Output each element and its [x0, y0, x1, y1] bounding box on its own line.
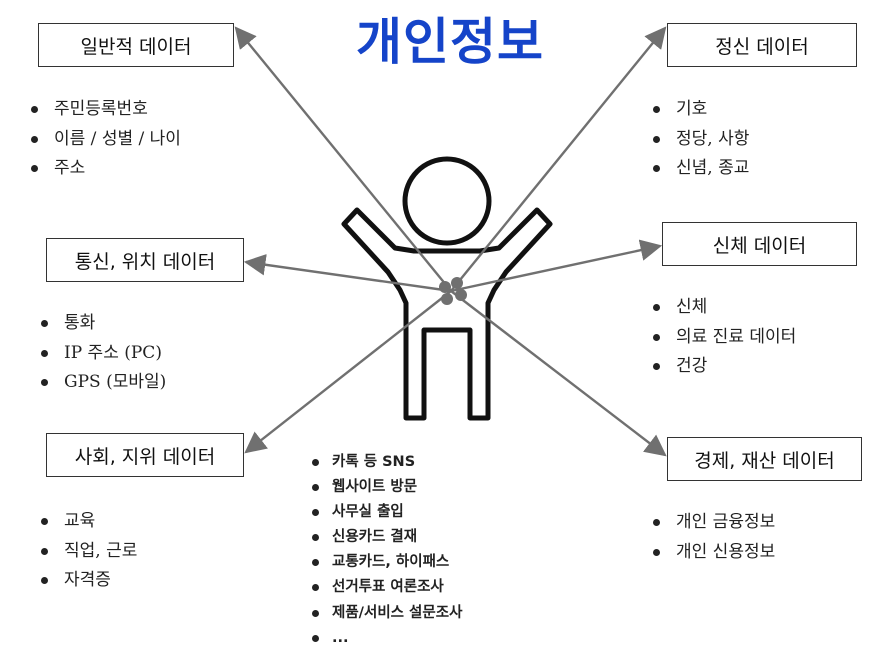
category-box-general: 일반적 데이터	[38, 23, 234, 67]
list-item: 제품/서비스 설문조사	[306, 601, 462, 626]
figure-head	[402, 156, 492, 246]
category-box-mental: 정신 데이터	[667, 23, 857, 67]
list-item: 웹사이트 방문	[306, 475, 462, 500]
category-label: 통신, 위치 데이터	[74, 250, 216, 273]
general-items-list: 주민등록번호 이름 / 성별 / 나이 주소	[28, 95, 181, 184]
list-item: 사무실 출입	[306, 500, 462, 525]
list-item: 신념, 종교	[650, 154, 749, 184]
social-items-list: 교육 직업, 근로 자격증	[38, 507, 137, 596]
list-item: ...	[306, 626, 462, 651]
list-item: 주소	[28, 154, 181, 184]
mental-items-list: 기호 정당, 사항 신념, 종교	[650, 95, 749, 184]
arrow-mental	[450, 26, 667, 292]
category-box-body: 신체 데이터	[662, 222, 857, 266]
list-item: 개인 신용정보	[650, 538, 775, 568]
figure-body	[341, 207, 553, 421]
list-item: 의료 진료 데이터	[650, 323, 796, 353]
list-item: 자격증	[38, 566, 137, 596]
arrow-comm	[243, 254, 452, 293]
page-title: 개인정보	[356, 13, 544, 71]
center-items-list: 카톡 등 SNS 웹사이트 방문 사무실 출입 신용카드 결재 교통카드, 하이…	[306, 450, 462, 651]
list-item: 주민등록번호	[28, 95, 181, 125]
list-item: 통화	[38, 309, 166, 339]
list-item: 신용카드 결재	[306, 525, 462, 550]
list-item: GPS (모바일)	[38, 368, 166, 398]
list-item: 정당, 사항	[650, 125, 749, 155]
list-item: 건강	[650, 352, 796, 382]
person-figure	[341, 156, 553, 421]
list-item: 직업, 근로	[38, 537, 137, 567]
list-item: 이름 / 성별 / 나이	[28, 125, 181, 155]
category-label: 경제, 재산 데이터	[694, 449, 835, 472]
category-label: 정신 데이터	[715, 35, 809, 58]
list-item: 신체	[650, 293, 796, 323]
list-item: 기호	[650, 95, 749, 125]
list-item: 교육	[38, 507, 137, 537]
list-item: 교통카드, 하이패스	[306, 550, 462, 575]
economic-items-list: 개인 금융정보 개인 신용정보	[650, 508, 775, 567]
comm-items-list: 통화 IP 주소 (PC) GPS (모바일)	[38, 309, 166, 398]
arrow-social	[244, 290, 452, 454]
arrow-general	[234, 26, 452, 292]
arrows	[234, 26, 667, 457]
category-label: 일반적 데이터	[80, 35, 192, 58]
list-item: 개인 금융정보	[650, 508, 775, 538]
category-label: 신체 데이터	[712, 234, 807, 257]
list-item: 선거투표 여론조사	[306, 575, 462, 600]
category-box-economic: 경제, 재산 데이터	[667, 437, 862, 481]
arrow-economic	[450, 290, 667, 457]
category-box-social: 사회, 지위 데이터	[46, 433, 244, 477]
arrow-body	[450, 239, 663, 293]
list-item: IP 주소 (PC)	[38, 339, 166, 369]
list-item: 카톡 등 SNS	[306, 450, 462, 475]
body-items-list: 신체 의료 진료 데이터 건강	[650, 293, 796, 382]
category-box-comm: 통신, 위치 데이터	[46, 238, 244, 282]
category-label: 사회, 지위 데이터	[74, 445, 216, 468]
